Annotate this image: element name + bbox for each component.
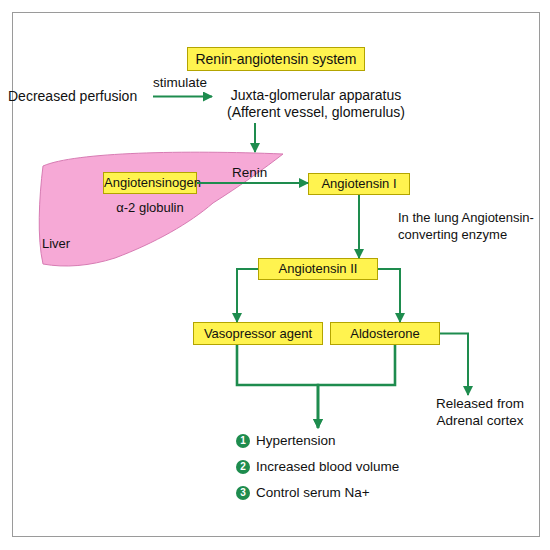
- connector-arrow: [318, 345, 395, 428]
- callout-number: 2: [236, 460, 250, 474]
- condition-text: Decreased perfusion: [8, 88, 153, 105]
- hormone-box: Aldosterone: [330, 322, 440, 345]
- node-label: Released from Adrenal cortex: [428, 395, 532, 429]
- substance-box: Angiotensin I: [308, 173, 410, 195]
- node-label: Juxta-glomerular apparatus (Afferent ves…: [212, 87, 420, 121]
- connector-arrow: [237, 269, 258, 322]
- node-label: Aldosterone: [331, 323, 439, 344]
- node-label: Liver: [42, 236, 102, 251]
- edge-label: In the lung Angiotensin-converting enzym…: [398, 209, 543, 243]
- outcome-list: HypertensionIncreased blood volumeContro…: [236, 428, 476, 506]
- edge-label: stimulate: [153, 74, 233, 91]
- connector-arrow: [378, 269, 400, 322]
- node-label: Angiotensin I: [309, 174, 409, 194]
- release-arrow: [254, 123, 256, 152]
- node-label: Angiotensin II: [259, 259, 377, 279]
- source-note: Released from Adrenal cortex: [428, 395, 532, 429]
- node-label: Vasopressor agent: [194, 323, 322, 344]
- organ-structure: Juxta-glomerular apparatus (Afferent ves…: [212, 87, 420, 121]
- diagram-title: Renin-angiotensin system: [187, 47, 365, 71]
- effect-box: Vasopressor agent: [193, 322, 323, 345]
- outcome-item: Increased blood volume: [236, 454, 476, 480]
- outcome-item: Control serum Na+: [236, 480, 476, 506]
- connector-arrow: [153, 96, 212, 98]
- callout-number: 1: [236, 434, 250, 448]
- connector-arrow: [358, 195, 360, 258]
- node-label: Angiotensinogen: [104, 173, 196, 193]
- callout-number: 3: [236, 486, 250, 500]
- substance-box: Angiotensin II: [258, 258, 378, 280]
- node-label: α-2 globulin: [103, 200, 197, 215]
- connector-arrow: [440, 334, 468, 396]
- connector-arrow: [197, 182, 308, 184]
- connector-arrow: [237, 345, 318, 428]
- edge-label: Renin: [232, 164, 292, 181]
- substance-box: Angiotensinogen: [103, 172, 197, 194]
- outcome-item: Hypertension: [236, 428, 476, 454]
- node-label: Decreased perfusion: [8, 88, 153, 105]
